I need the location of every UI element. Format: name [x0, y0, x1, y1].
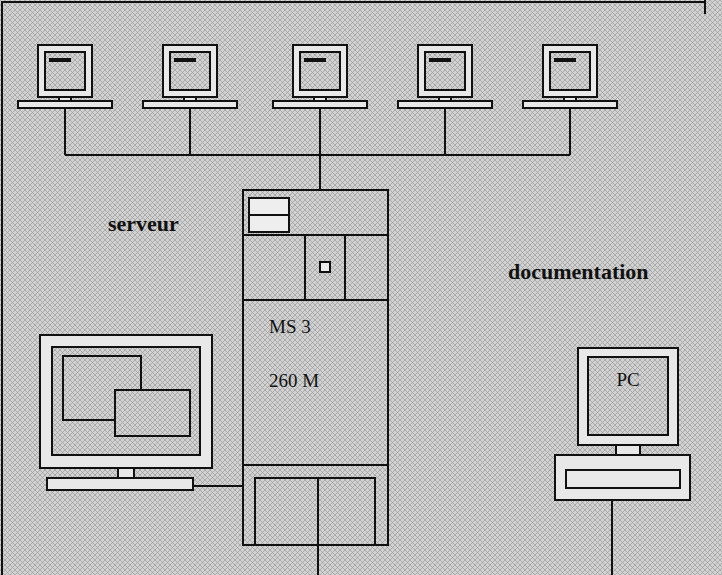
screen-line [49, 58, 71, 62]
terminal [143, 45, 237, 108]
drive-bay [249, 215, 289, 232]
bus-line [65, 154, 570, 156]
area-label: documentation [508, 259, 649, 285]
area-label: serveur [108, 211, 179, 237]
screen-line [174, 58, 196, 62]
pc-down-wire [611, 500, 613, 575]
window [115, 390, 190, 436]
terminal-case [163, 45, 217, 97]
screen-line [554, 58, 576, 62]
pc-screen [588, 357, 668, 435]
console-wire [193, 485, 243, 487]
terminal-keyboard [523, 101, 617, 108]
terminal-keyboard [398, 101, 492, 108]
frame [2, 0, 705, 575]
terminal [18, 45, 112, 108]
terminal [273, 45, 367, 108]
server-body [243, 190, 388, 545]
base-panel [255, 478, 375, 545]
terminal-screen [300, 52, 340, 90]
monitor-case [40, 335, 212, 468]
node-text: MS 3 [269, 316, 311, 338]
terminal-screen [45, 52, 85, 90]
terminal-case [293, 45, 347, 97]
console-monitor [40, 335, 212, 490]
terminal-screen [170, 52, 210, 90]
node-text: PC [616, 369, 639, 391]
screen-line [429, 58, 451, 62]
drop-lines [65, 108, 570, 190]
node-text: 260 M [269, 370, 319, 392]
frame-line [2, 2, 705, 575]
pc-case [555, 455, 690, 500]
server-down-wire [317, 545, 319, 575]
pc-computer [555, 348, 690, 500]
terminal-case [418, 45, 472, 97]
pc-monitor-case [578, 348, 678, 445]
frame-tick [704, 0, 706, 14]
panel-dividers [305, 235, 345, 300]
monitor-stand [118, 468, 134, 478]
screen-line [304, 58, 326, 62]
terminal-screen [425, 52, 465, 90]
terminal-case [543, 45, 597, 97]
pc-slot [566, 470, 680, 488]
terminal-case [38, 45, 92, 97]
terminal-screen [550, 52, 590, 90]
terminal-keyboard [18, 101, 112, 108]
terminal [398, 45, 492, 108]
pc-stand [616, 445, 640, 455]
terminal-keyboard [273, 101, 367, 108]
server-box: MS 3 260 M [243, 190, 388, 545]
terminal-keyboard [143, 101, 237, 108]
keyboard [47, 478, 193, 490]
base-divider [317, 478, 319, 545]
power-button [320, 262, 330, 272]
pc-screen-box: PC [588, 357, 668, 435]
server-tower [243, 190, 388, 545]
monitor-screen [52, 347, 200, 455]
server-dividers [243, 235, 388, 465]
terminal [523, 45, 617, 108]
drive-bay [249, 198, 289, 215]
terminals [18, 45, 617, 108]
